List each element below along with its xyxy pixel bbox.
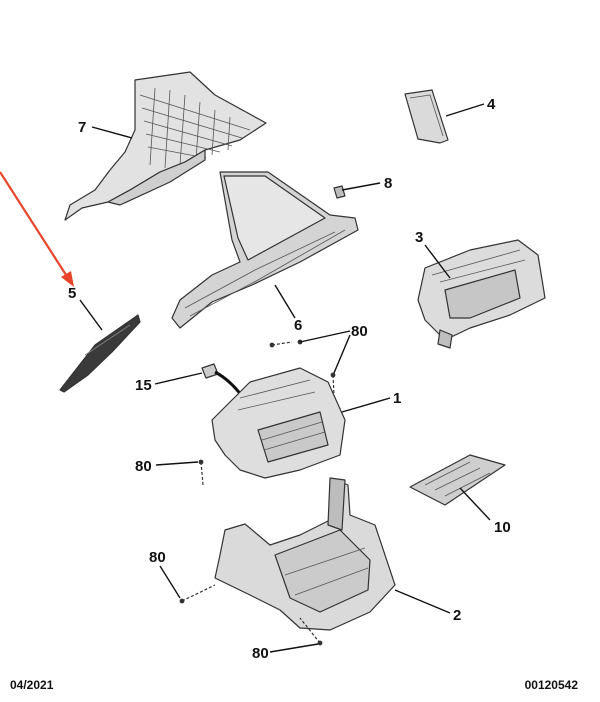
part-2-lower-housing <box>214 477 396 631</box>
leader-lines <box>79 103 491 653</box>
highlight-arrow <box>0 171 74 287</box>
screw-80-right <box>330 372 336 396</box>
callout-7: 7 <box>78 119 86 136</box>
callout-80-left: 80 <box>135 458 152 475</box>
part-4-lid <box>404 89 449 144</box>
footer-date: 04/2021 <box>10 678 54 692</box>
screw-80-bottom <box>299 617 323 646</box>
screw-80-top-left <box>269 341 293 348</box>
callout-80-top: 80 <box>351 323 368 340</box>
callout-2: 2 <box>453 607 461 624</box>
callout-15: 15 <box>135 377 152 394</box>
part-15-bracket <box>201 363 250 406</box>
callout-80-lower: 80 <box>149 549 166 566</box>
part-6-glovebox-bin <box>171 171 359 329</box>
callout-labels: 7 4 8 3 5 6 80 15 1 80 10 80 2 80 <box>68 96 511 662</box>
callout-6: 6 <box>294 317 302 334</box>
part-1-mechanism <box>211 367 346 479</box>
screw-80-left <box>198 459 204 486</box>
part-5-dark-trim <box>59 314 141 393</box>
footer-code: 00120542 <box>524 678 578 692</box>
part-8-clip <box>333 185 346 199</box>
callout-10: 10 <box>494 519 511 536</box>
callout-80-bottom: 80 <box>252 645 269 662</box>
callout-8: 8 <box>384 175 392 192</box>
part-3-tray <box>417 239 546 349</box>
part-7-upper-panel <box>64 71 267 221</box>
callout-3: 3 <box>415 229 423 246</box>
callout-5: 5 <box>68 285 76 302</box>
callout-1: 1 <box>393 390 401 407</box>
callout-4: 4 <box>487 96 496 113</box>
screws-80 <box>179 339 336 646</box>
part-10-pad <box>409 454 506 506</box>
screw-80-lower-left <box>179 584 216 604</box>
